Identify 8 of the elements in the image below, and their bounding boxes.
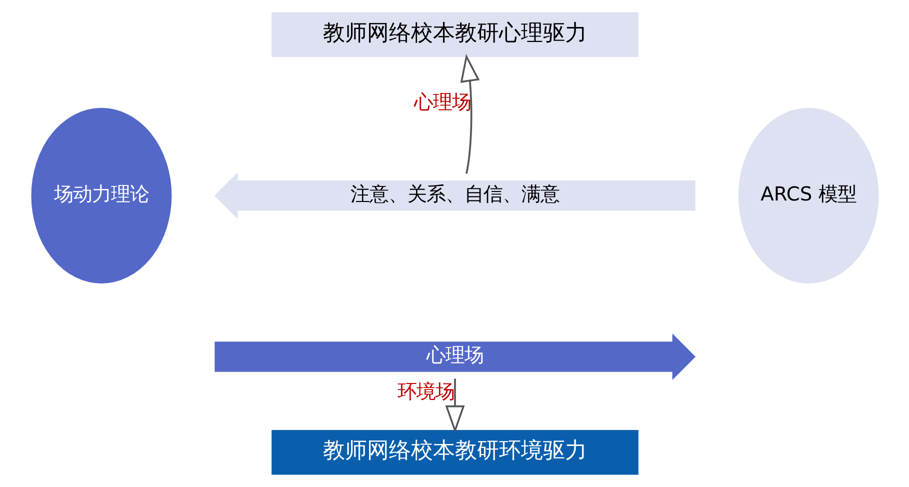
node-ellipse: 场动力理论 xyxy=(30,108,172,284)
node-box: 教师网络校本教研环境驱力 xyxy=(271,430,638,475)
arrow xyxy=(444,378,464,434)
node-box: 教师网络校本教研心理驱力 xyxy=(271,12,638,58)
arrow xyxy=(460,54,480,174)
node-ellipse: ARCS 模型 xyxy=(738,108,878,284)
edge-label: 心理场 xyxy=(413,90,470,114)
edge-label: 环境场 xyxy=(396,380,454,404)
